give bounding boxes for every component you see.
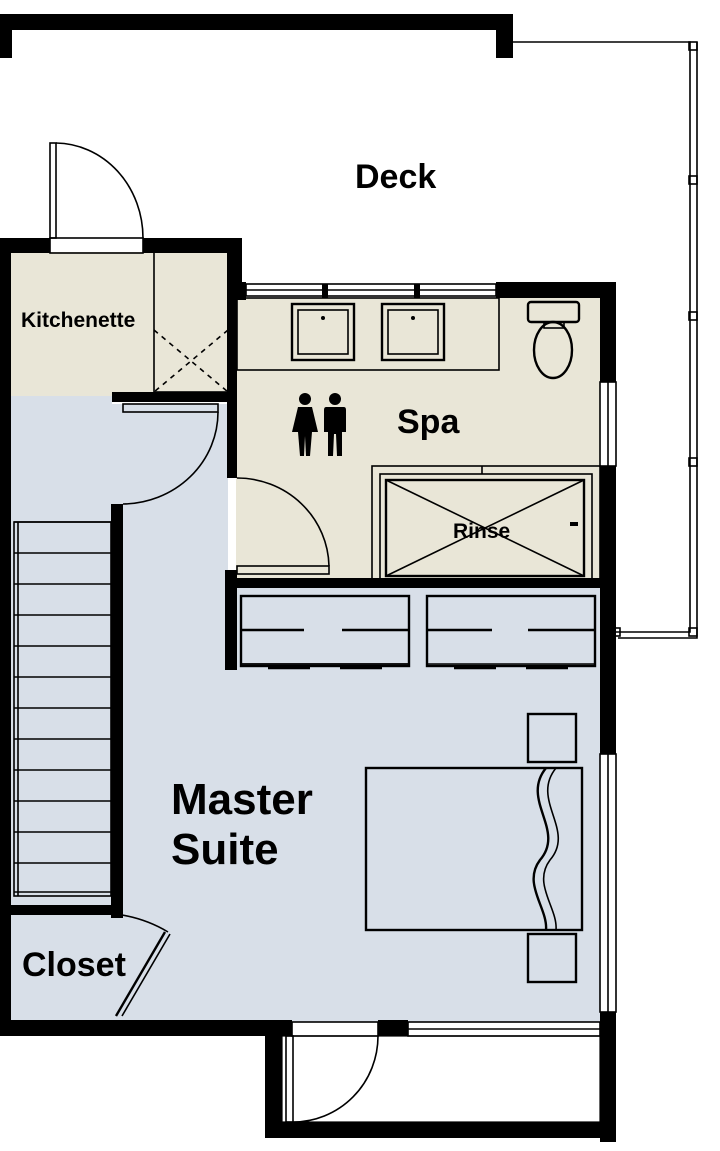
deck-area <box>0 14 698 639</box>
closet-floor <box>10 915 122 1020</box>
stairs-icon <box>13 521 112 897</box>
closet-wardrobes <box>239 594 597 670</box>
room-fills <box>10 252 600 1022</box>
kitchenette-label: Kitchenette <box>21 309 135 332</box>
master-suite-label-line2: Suite <box>171 825 279 874</box>
spa-floor <box>236 298 600 578</box>
bed-icon <box>364 712 584 984</box>
kitchenette-cabinet <box>153 251 229 393</box>
sink-icon <box>290 302 356 362</box>
toilet-icon <box>526 300 581 380</box>
master-suite-floor <box>10 396 600 1022</box>
closet-label: Closet <box>22 946 126 984</box>
door-swing-icon <box>49 142 379 1123</box>
kitchenette-floor <box>10 252 228 396</box>
rinse-label: Rinse <box>453 520 510 543</box>
room-labels: Deck Kitchenette Spa Rinse Master Suite … <box>21 158 510 984</box>
master-suite-label-line1: Master <box>171 775 313 824</box>
spa-label: Spa <box>397 403 460 441</box>
windows <box>245 283 617 1123</box>
restroom-icon <box>292 393 346 456</box>
sink-icon <box>380 302 446 362</box>
walls <box>0 238 616 1142</box>
rinse-shower <box>371 465 601 581</box>
deck-label: Deck <box>355 158 436 196</box>
spa-fixtures <box>236 297 601 581</box>
